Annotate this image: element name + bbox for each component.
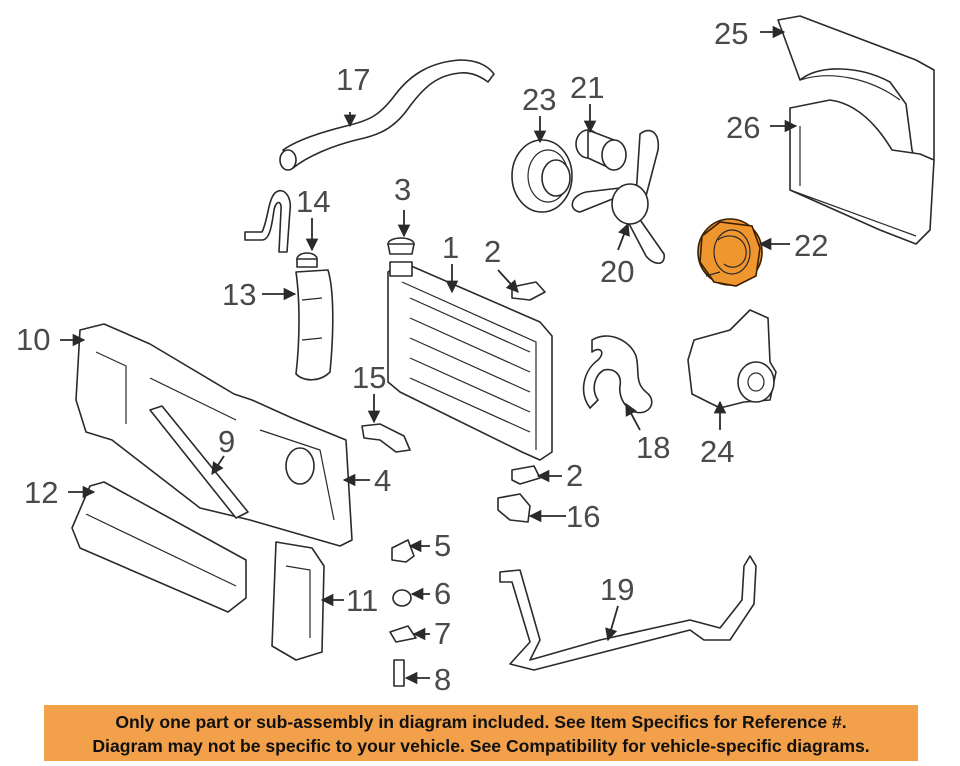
callout-26[interactable]: 26	[726, 110, 760, 145]
callout-22[interactable]: 22	[794, 228, 828, 263]
callout-7[interactable]: 7	[434, 616, 451, 651]
cushion-part[interactable]	[392, 589, 412, 607]
radiator-cap-part[interactable]	[387, 237, 415, 255]
callout-11[interactable]: 11	[346, 583, 378, 618]
lower-bracket-part[interactable]	[511, 465, 541, 485]
reservoir-cap-part[interactable]	[296, 252, 318, 268]
callout-8[interactable]: 8	[434, 662, 451, 697]
callout-25[interactable]: 25	[714, 16, 748, 51]
lower-shroud-part[interactable]	[789, 99, 935, 245]
callout-16[interactable]: 16	[566, 499, 600, 534]
callout-20[interactable]: 20	[600, 254, 634, 289]
lower-hose-part[interactable]	[582, 335, 653, 414]
callout-14[interactable]: 14	[296, 184, 330, 219]
fan-clutch-part[interactable]	[697, 218, 763, 287]
callout-1[interactable]: 1	[442, 230, 459, 265]
small-hose-part[interactable]	[244, 189, 292, 253]
callout-9[interactable]: 9	[218, 424, 235, 459]
callout-23[interactable]: 23	[522, 82, 556, 117]
callout-12[interactable]: 12	[24, 475, 58, 510]
fan-blade-part[interactable]	[571, 129, 665, 265]
mount-bracket-part[interactable]	[361, 423, 411, 453]
reservoir-part[interactable]	[295, 269, 334, 381]
callout-15[interactable]: 15	[352, 360, 386, 395]
lower-air-deflector-part[interactable]	[71, 481, 247, 613]
callout-4[interactable]: 4	[374, 463, 391, 498]
cooler-lines-part[interactable]	[499, 555, 757, 671]
callout-17[interactable]: 17	[336, 62, 370, 97]
drain-cock-part[interactable]	[393, 659, 405, 687]
callout-18[interactable]: 18	[636, 430, 670, 465]
callout-10[interactable]: 10	[16, 322, 50, 357]
clip-part[interactable]	[389, 625, 417, 643]
disclaimer-banner: Only one part or sub-assembly in diagram…	[44, 705, 918, 761]
callout-21[interactable]: 21	[570, 70, 604, 105]
pulley-part[interactable]	[511, 139, 573, 213]
radiator-support-part[interactable]	[75, 323, 353, 547]
callout-13[interactable]: 13	[222, 277, 256, 312]
insulator-part[interactable]	[391, 539, 415, 563]
callout-5[interactable]: 5	[434, 528, 451, 563]
fan-spacer-part[interactable]	[575, 129, 627, 171]
support-brace-part[interactable]	[149, 405, 249, 519]
upper-hose-part[interactable]	[279, 59, 495, 171]
callout-6[interactable]: 6	[434, 576, 451, 611]
radiator-part[interactable]	[387, 261, 553, 461]
upper-shroud-part[interactable]	[777, 15, 935, 177]
callout-2-upper[interactable]: 2	[484, 234, 501, 269]
disclaimer-line-1: Only one part or sub-assembly in diagram…	[115, 712, 847, 732]
callout-19[interactable]: 19	[600, 572, 634, 607]
callout-3[interactable]: 3	[394, 172, 411, 207]
leader-lines	[60, 25, 798, 685]
upper-bracket-part[interactable]	[511, 281, 546, 301]
idler-bracket-part[interactable]	[687, 309, 777, 409]
callout-24[interactable]: 24	[700, 434, 734, 469]
callout-labels: 17 14 13 3 1 2 10 15 9 4 12 2 16 5 11 6 …	[16, 16, 828, 697]
lower-mount-part[interactable]	[497, 493, 531, 523]
callout-2-lower[interactable]: 2	[566, 458, 583, 493]
lower-baffle-part[interactable]	[271, 541, 325, 661]
disclaimer-line-2: Diagram may not be specific to your vehi…	[92, 736, 870, 756]
